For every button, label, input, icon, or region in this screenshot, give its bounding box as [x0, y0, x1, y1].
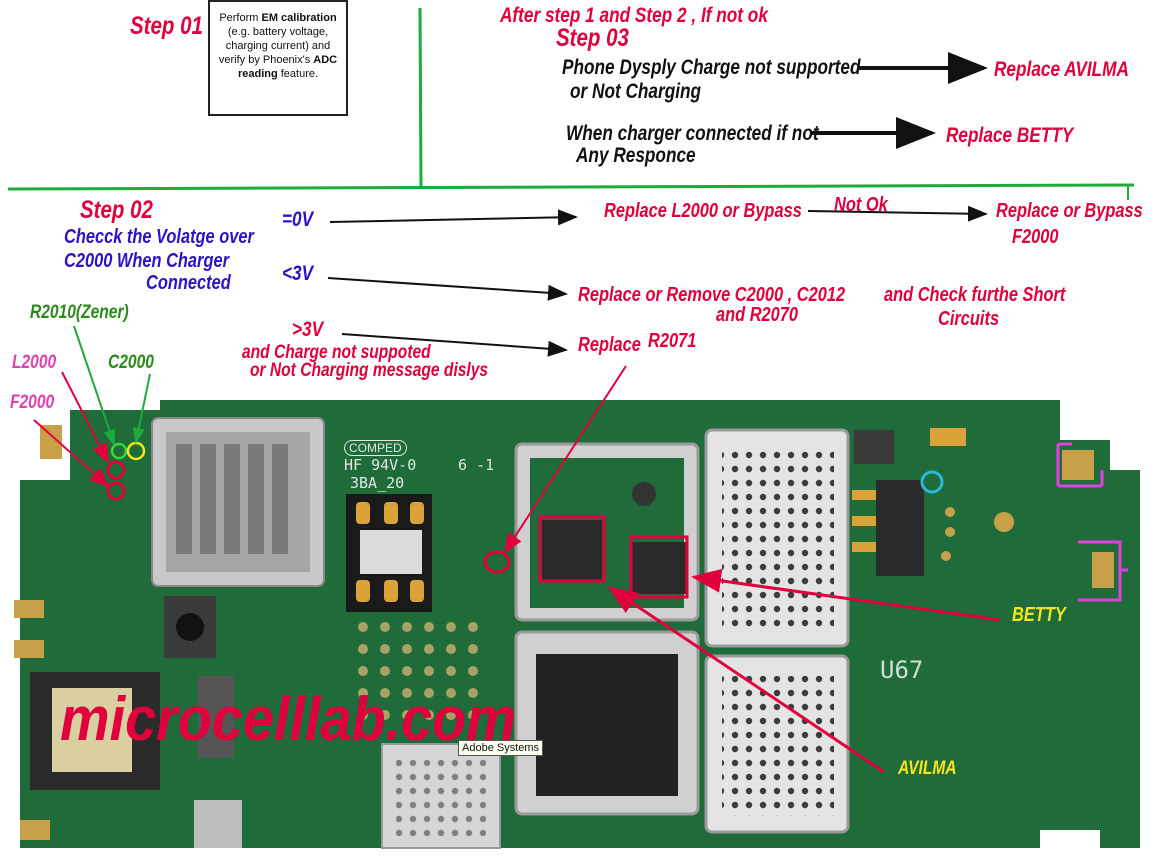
step02-instr-line2: C2000 When Charger	[64, 250, 229, 272]
voltage-gt3v: >3V	[292, 318, 324, 341]
step01-instruction-box: Perform EM calibration (e.g. battery vol…	[208, 0, 348, 116]
f2000-marker	[106, 481, 126, 501]
avilma-highlight	[629, 535, 689, 599]
result-gt3v: Replace	[578, 334, 641, 356]
result-lt3v-line1: Replace or Remove C2000 , C2012	[578, 284, 846, 306]
step03-cond1-line2: or Not Charging	[570, 80, 702, 103]
vertical-divider	[418, 7, 423, 187]
step02-instr-line3: Connected	[146, 272, 231, 294]
silk-hf: HF 94V-0	[344, 456, 417, 474]
label-betty: BETTY	[1012, 604, 1066, 626]
r2071-marker	[483, 550, 511, 574]
arrow-gt3v	[341, 333, 568, 357]
step03-cond2-line2: Any Responce	[576, 144, 696, 167]
step03-label: Step 03	[556, 24, 629, 52]
label-r2010: R2010(Zener)	[30, 302, 129, 323]
final-0v-line2: F2000	[1012, 226, 1059, 248]
arrow-lt3v	[327, 277, 568, 301]
silk-61: 6 -1	[458, 456, 495, 474]
arrow-0v	[329, 209, 578, 226]
step03-result1: Replace AVILMA	[994, 58, 1129, 81]
arrow-not-ok	[807, 205, 988, 222]
label-avilma: AVILMA	[898, 758, 957, 779]
step03-cond1-line1: Phone Dysply Charge not supported	[562, 56, 861, 79]
pcb-board	[14, 400, 1140, 849]
step03-cond2-line1: When charger connected if not	[566, 122, 819, 145]
watermark: microcelllab.com	[60, 685, 516, 754]
gt3v-cond-line2: or Not Charging message dislys	[250, 360, 489, 381]
step02-label: Step 02	[80, 196, 153, 224]
silk-comped: COMPED	[344, 440, 407, 456]
step03-result2: Replace BETTY	[946, 124, 1074, 147]
not-ok-label: Not Ok	[834, 194, 888, 216]
silk-u67: U67	[880, 656, 924, 684]
tooltip: Adobe Systems	[458, 740, 544, 756]
cyan-marker	[920, 470, 944, 494]
short-check-line2: Circuits	[938, 308, 1000, 330]
voltage-0v: =0V	[282, 208, 314, 231]
gt3v-cond-line1: and Charge not suppoted	[242, 342, 431, 363]
label-f2000: F2000	[10, 392, 55, 413]
final-0v-line1: Replace or Bypass	[996, 200, 1143, 222]
r2010-marker	[110, 442, 128, 460]
magenta-bracket-right	[1078, 540, 1128, 602]
voltage-lt3v: <3V	[282, 262, 314, 285]
step01-label: Step 01	[130, 12, 203, 40]
silk-3ba: 3BA_20	[350, 474, 405, 492]
result-0v: Replace L2000 or Bypass	[604, 200, 802, 222]
step03-header: After step 1 and Step 2 , If not ok	[500, 4, 768, 27]
result-gt3v-part: R2071	[648, 330, 697, 352]
result-lt3v-line2: and R2070	[716, 304, 799, 326]
magenta-bracket-top	[1056, 442, 1104, 488]
label-c2000: C2000	[108, 352, 154, 373]
step02-instr-line1: Checck the Volatge over	[64, 226, 254, 248]
label-l2000: L2000	[12, 352, 57, 373]
short-check-line1: and Check furthe Short	[884, 284, 1066, 306]
betty-highlight	[538, 515, 606, 583]
horizontal-divider	[7, 183, 1135, 191]
